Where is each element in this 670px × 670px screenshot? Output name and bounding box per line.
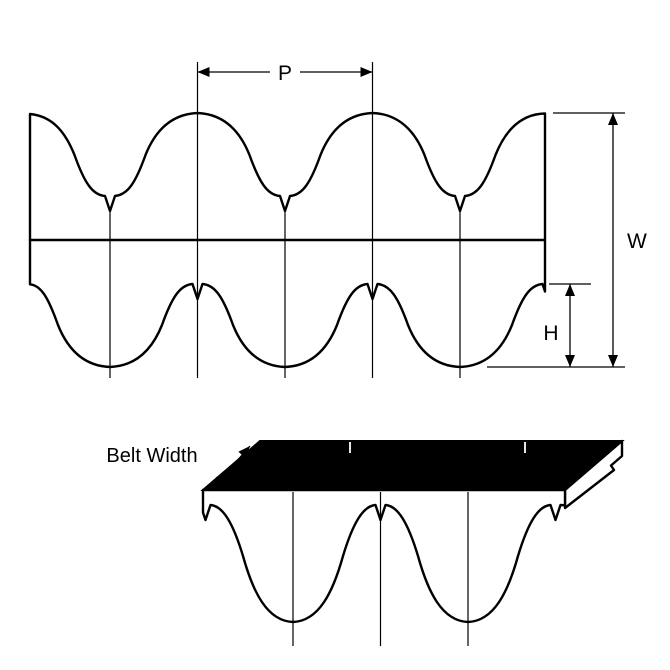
height-label: H — [543, 322, 558, 345]
width-label: W — [627, 230, 647, 253]
height-dimension: H — [543, 283, 591, 367]
pitch-dimension: P — [197, 58, 373, 85]
pitch-label: P — [278, 62, 292, 85]
belt-width-label: Belt Width — [106, 445, 197, 467]
belt-end-face — [563, 439, 624, 510]
belt-front-profile — [201, 488, 567, 624]
belt-width-callout: Belt Width — [106, 445, 251, 490]
belt-width-arrow — [211, 445, 251, 490]
belt-top-face — [200, 440, 625, 491]
width-dimension: W — [487, 112, 647, 368]
tooth-centerlines-3d — [292, 492, 469, 646]
tooth-centerlines — [109, 62, 461, 378]
belt-3d-view: Belt Width — [106, 439, 625, 646]
pitch-label-backing — [270, 58, 300, 85]
belt-cross-section: P W H — [28, 58, 647, 378]
